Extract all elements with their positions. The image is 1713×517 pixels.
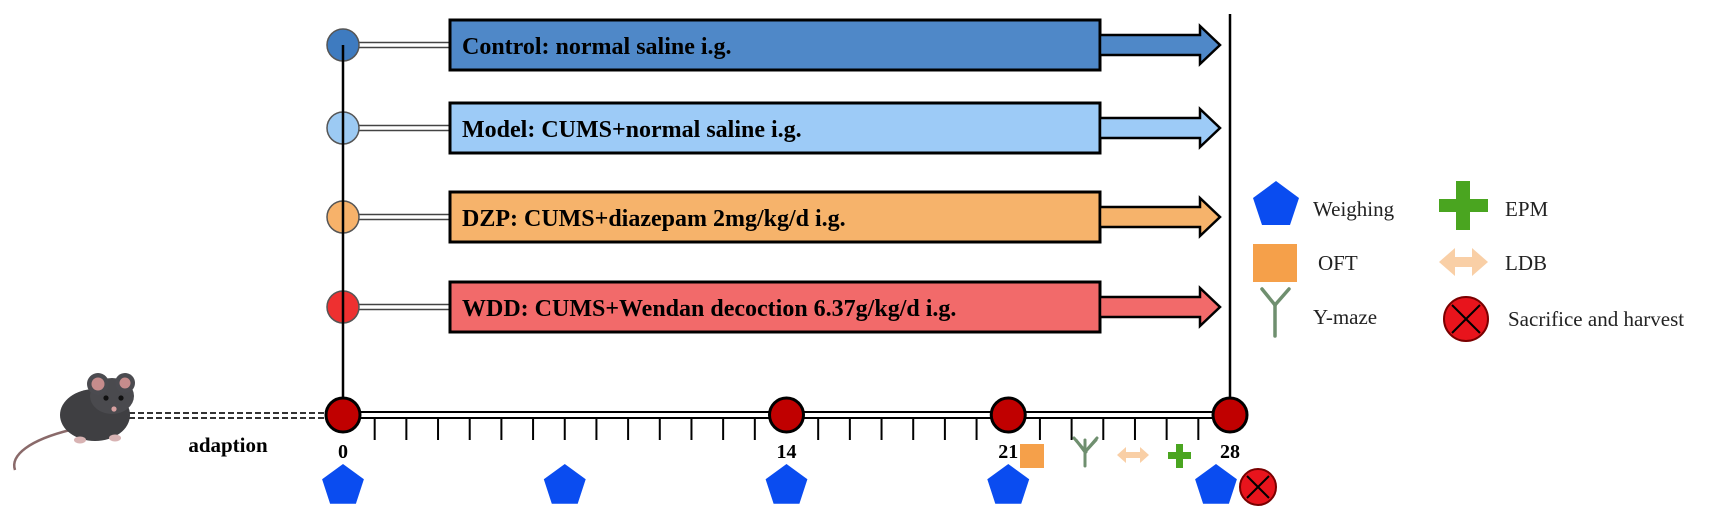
weighing-markers (322, 464, 1237, 504)
mouse-icon (13, 373, 135, 471)
legend-ymaze-label: Y-maze (1313, 305, 1377, 329)
group-arrow (1098, 106, 1222, 150)
group-lane-3: DZP: CUMS+diazepam 2mg/kg/d i.g. (326, 190, 1222, 244)
timeline-node (324, 396, 362, 434)
ldb-double-arrow-icon (1117, 447, 1149, 463)
group-label: DZP: CUMS+diazepam 2mg/kg/d i.g. (462, 206, 846, 232)
group-arrow (1098, 195, 1222, 239)
day-label: 14 (777, 441, 797, 463)
legend-epm-label: EPM (1505, 197, 1549, 221)
epm-cross-icon (1168, 444, 1191, 468)
test-icons-row (1020, 436, 1277, 506)
legend-oft-label: OFT (1318, 251, 1358, 275)
legend-y-maze-icon (1260, 287, 1291, 338)
legend-ldb-label: LDB (1505, 251, 1547, 275)
group-lanes: Control: normal saline i.g. Model: CUMS+n… (326, 18, 1222, 334)
group-lane-2: Model: CUMS+normal saline i.g. (326, 101, 1222, 155)
weighing-pentagon-icon (765, 464, 808, 504)
timeline-axis: 0 14 21 28 (120, 396, 1249, 463)
day-label: 28 (1220, 441, 1240, 463)
timeline-node (989, 396, 1027, 434)
sacrifice-x-circle-icon (1239, 468, 1277, 506)
day-label: 21 (998, 441, 1018, 463)
legend-ldb-double-arrow-icon (1439, 248, 1488, 276)
legend-weighing-label: Weighing (1313, 197, 1395, 221)
group-lane-4: WDD: CUMS+Wendan decoction 6.37g/kg/d i.… (326, 280, 1222, 334)
adaption-label: adaption (188, 433, 268, 457)
weighing-pentagon-icon (1195, 464, 1237, 504)
y-maze-icon (1072, 436, 1099, 468)
legend-epm-cross-icon (1439, 181, 1488, 230)
legend: Weighing OFT Y-maze EPM LDB Sacrifice an… (1253, 181, 1684, 342)
legend-sacrifice-x-circle-icon (1443, 296, 1489, 342)
group-label: Model: CUMS+normal saline i.g. (462, 117, 802, 143)
group-lane-1: Control: normal saline i.g. (326, 18, 1222, 72)
group-box (448, 190, 1102, 244)
weighing-pentagon-icon (322, 464, 364, 504)
oft-square-icon (1020, 444, 1044, 468)
legend-weighing-pentagon-icon (1253, 181, 1299, 225)
day-label: 0 (338, 441, 348, 463)
group-label: WDD: CUMS+Wendan decoction 6.37g/kg/d i.… (462, 296, 956, 322)
weighing-pentagon-icon (543, 464, 586, 504)
weighing-pentagon-icon (987, 464, 1030, 504)
timeline-node (1211, 396, 1249, 434)
group-arrow (1098, 285, 1222, 329)
group-label: Control: normal saline i.g. (462, 34, 732, 60)
group-arrow (1098, 23, 1222, 67)
legend-oft-square-icon (1253, 244, 1297, 282)
legend-sacrifice-label: Sacrifice and harvest (1508, 307, 1684, 331)
timeline-node (768, 396, 805, 434)
group-box (448, 101, 1102, 155)
